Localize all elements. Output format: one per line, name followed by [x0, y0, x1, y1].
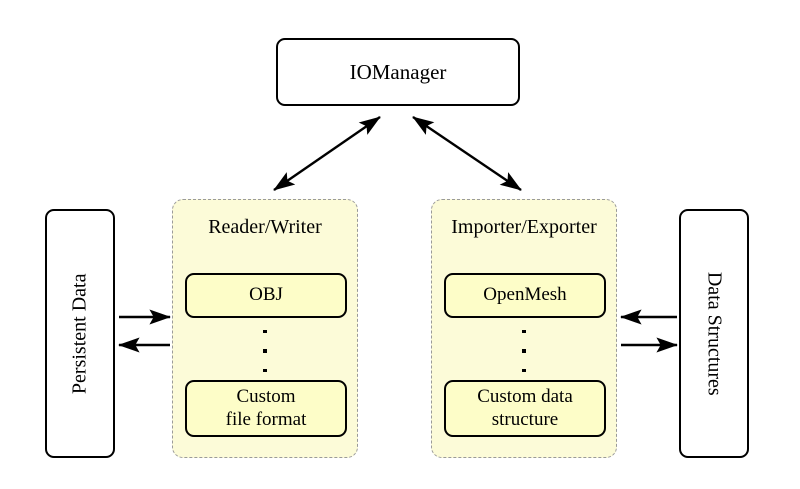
ellipsis-importer-exporter [432, 330, 616, 372]
member-obj[interactable]: OBJ [185, 273, 347, 318]
member-custom-data-structure-line1: Custom data [477, 385, 573, 407]
node-persistent-data[interactable]: Persistent Data [45, 209, 115, 458]
node-data-structures-label: Data Structures [703, 271, 726, 396]
member-openmesh-label: OpenMesh [483, 284, 567, 306]
ellipsis-dot [522, 349, 526, 353]
group-importer-exporter-title: Importer/Exporter [451, 216, 597, 238]
group-reader-writer[interactable]: Reader/Writer OBJ Custom file format [172, 199, 358, 458]
connector-manager-reader-writer [273, 116, 381, 191]
group-importer-exporter[interactable]: Importer/Exporter OpenMesh Custom data s… [431, 199, 617, 458]
member-custom-file-format[interactable]: Custom file format [185, 380, 347, 437]
ellipsis-dot [263, 368, 267, 372]
member-obj-label: OBJ [249, 284, 283, 306]
connector-manager-importer-exporter [412, 116, 522, 191]
member-custom-file-format-line1: Custom [236, 385, 296, 407]
member-custom-file-format-line2: file format [225, 408, 307, 430]
member-custom-data-structure-line2: structure [491, 408, 559, 430]
member-custom-data-structure[interactable]: Custom data structure [444, 380, 606, 437]
node-iomanager[interactable]: IOManager [276, 38, 520, 106]
member-openmesh[interactable]: OpenMesh [444, 273, 606, 318]
ellipsis-dot [263, 349, 267, 353]
ellipsis-reader-writer [173, 330, 357, 372]
node-persistent-data-label: Persistent Data [68, 273, 91, 394]
group-reader-writer-title: Reader/Writer [208, 216, 322, 238]
ellipsis-dot [522, 330, 526, 334]
ellipsis-dot [522, 368, 526, 372]
node-iomanager-label: IOManager [349, 59, 447, 84]
node-data-structures[interactable]: Data Structures [679, 209, 749, 458]
ellipsis-dot [263, 330, 267, 334]
